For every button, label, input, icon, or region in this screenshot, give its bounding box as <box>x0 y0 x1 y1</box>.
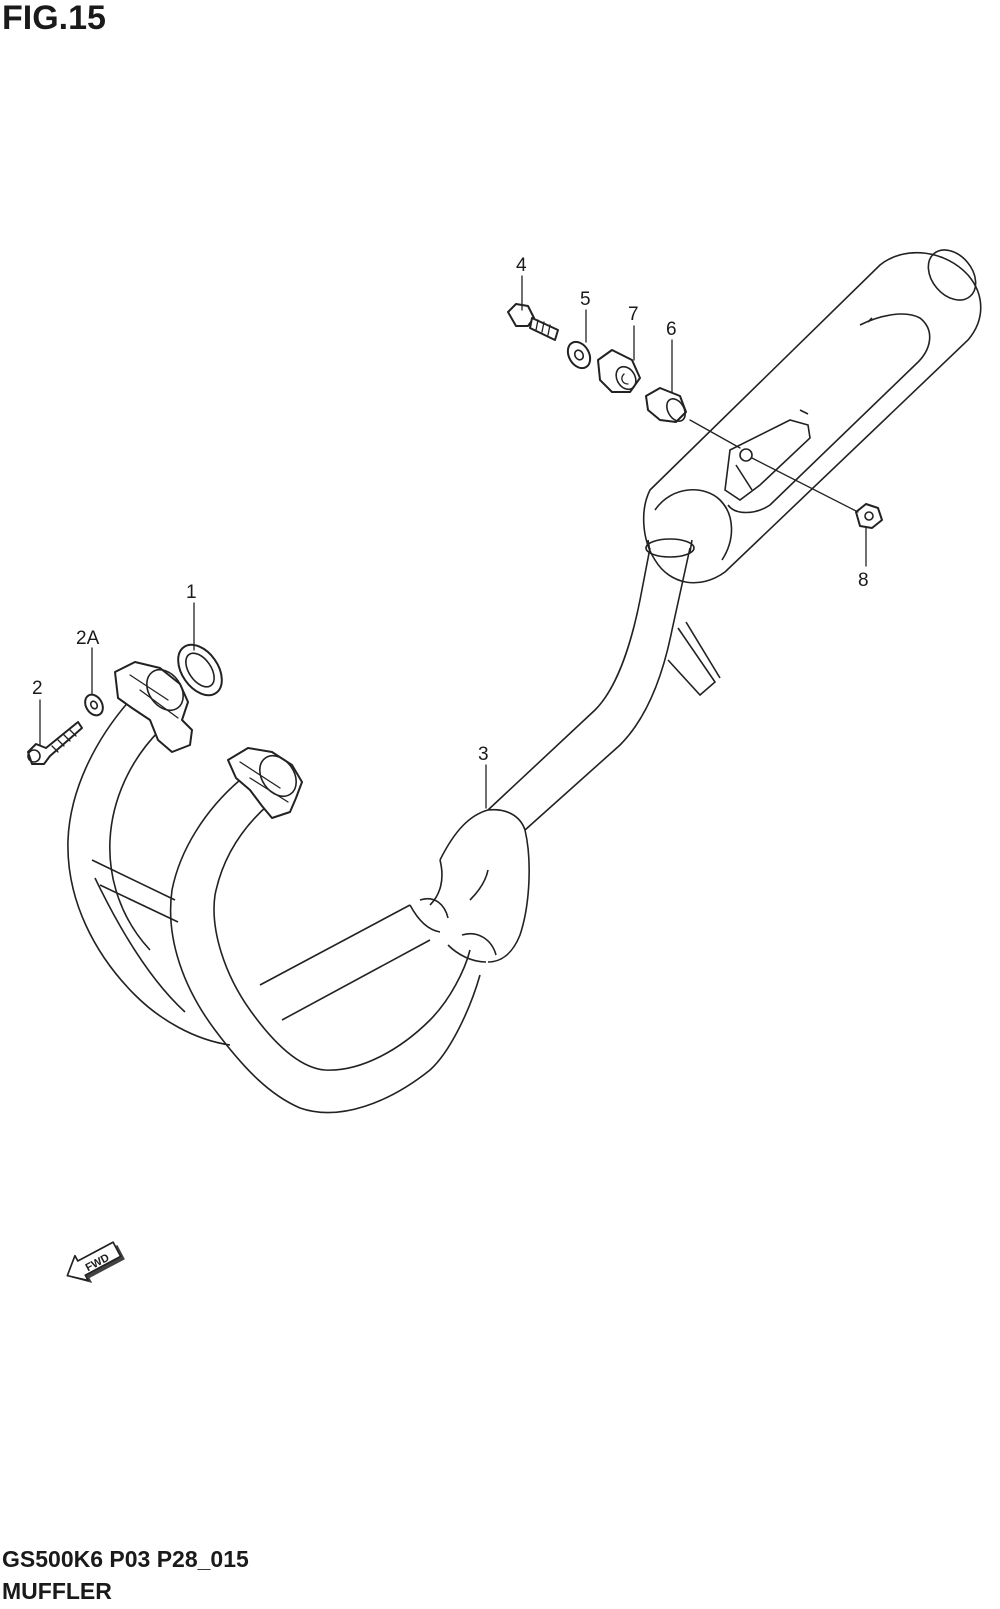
callout-1: 1 <box>186 582 197 603</box>
callout-6: 6 <box>666 319 677 340</box>
header-flange-left <box>114 661 193 753</box>
callout-3: 3 <box>478 744 489 765</box>
collar-6 <box>645 387 687 423</box>
exhaust-gasket <box>177 643 223 697</box>
callout-labels: 1 2A 2 3 4 5 7 6 8 <box>32 255 869 765</box>
callout-5: 5 <box>580 289 591 310</box>
bolt-4 <box>507 303 559 341</box>
callout-2a: 2A <box>76 628 100 649</box>
figure-title: FIG.15 <box>2 0 106 37</box>
exhaust-pipe-assembly <box>67 249 982 1114</box>
callout-leaders <box>39 275 867 809</box>
washer-5 <box>566 340 592 370</box>
callout-4: 4 <box>516 255 527 276</box>
header-flange-right <box>227 747 303 819</box>
callout-2: 2 <box>32 678 43 699</box>
nut-8 <box>855 503 883 529</box>
diagram-name: MUFFLER <box>2 1578 112 1604</box>
bolt-2 <box>27 721 83 765</box>
assembly-guide-lines <box>689 419 859 513</box>
callout-8: 8 <box>858 570 869 591</box>
diagram-code: GS500K6 P03 P28_015 <box>2 1546 249 1572</box>
callout-7: 7 <box>628 304 639 325</box>
washer-2a <box>84 693 104 717</box>
forward-arrow-icon: FWD <box>66 1241 125 1283</box>
rubber-cushion-7 <box>597 349 641 393</box>
